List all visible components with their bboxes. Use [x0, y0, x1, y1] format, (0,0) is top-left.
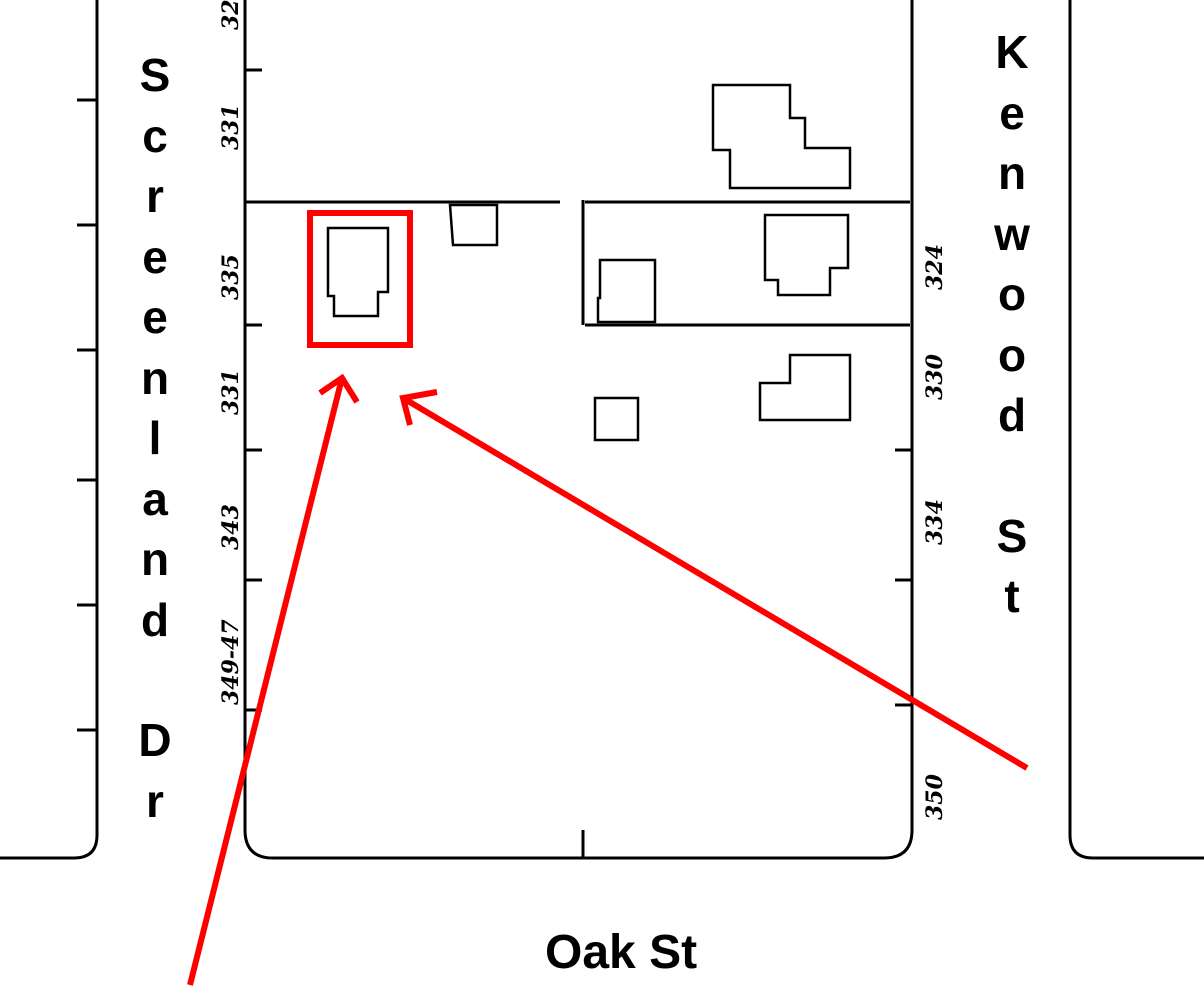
building-330 — [758, 353, 852, 422]
house-number: 343 — [218, 504, 244, 550]
arrow-from-bottom — [187, 373, 360, 986]
street-label-oak-st: Oak St — [545, 926, 698, 979]
annotations — [187, 210, 1029, 986]
street-label-letter: D — [138, 714, 172, 766]
arrow-from-right — [399, 389, 1029, 771]
street-label-letter: d — [997, 389, 1027, 441]
house-number: 350 — [922, 773, 948, 820]
street-label-letter: o — [997, 328, 1027, 381]
street-lines — [0, 0, 1204, 860]
street-label-letter: r — [146, 774, 164, 827]
house-numbers: 32 331 335 331 343 349-47 324 330 334 35… — [218, 0, 948, 820]
street-label-letter: c — [142, 109, 168, 162]
street-label-letter: n — [140, 533, 170, 585]
west-lot-ticks — [245, 68, 262, 712]
street-label-letter: a — [142, 472, 168, 525]
west-curb-line — [0, 0, 99, 860]
buildings — [326, 83, 852, 442]
street-label-letter: r — [146, 170, 164, 222]
outbuilding — [448, 203, 499, 247]
house-number: 349-47 — [218, 619, 244, 705]
house-number: 324 — [922, 244, 948, 290]
building-rear-324 — [596, 258, 657, 324]
street-label-letter: e — [142, 291, 168, 343]
street-label-letter: l — [148, 412, 162, 464]
house-number: 330 — [922, 353, 948, 400]
street-label-letter: e — [142, 230, 168, 283]
highlight-box — [307, 210, 413, 348]
block-outline — [243, 0, 914, 860]
east-curb-line — [1068, 0, 1204, 860]
house-number: 335 — [218, 254, 244, 300]
house-number: 331 — [218, 104, 244, 150]
street-label-letter: n — [140, 351, 170, 404]
street-label-letter: t — [1004, 570, 1020, 622]
street-label-letter: w — [994, 207, 1030, 260]
street-label-letter: o — [997, 268, 1027, 320]
street-label-letter: d — [140, 593, 170, 646]
building-rear-330 — [593, 396, 640, 442]
street-label-letter: K — [995, 26, 1029, 78]
house-number: 331 — [218, 369, 244, 415]
building-335 — [326, 226, 390, 318]
street-label-letter: e — [999, 86, 1025, 139]
house-number: 32 — [218, 0, 244, 30]
street-label-letter: S — [139, 49, 171, 101]
building-north — [711, 83, 852, 190]
east-lot-ticks — [895, 448, 912, 707]
house-number: 334 — [922, 499, 948, 545]
building-324 — [763, 213, 850, 297]
street-label-letter: n — [997, 147, 1027, 199]
street-label-letter: S — [996, 509, 1028, 562]
west-outer-ticks — [77, 98, 97, 732]
